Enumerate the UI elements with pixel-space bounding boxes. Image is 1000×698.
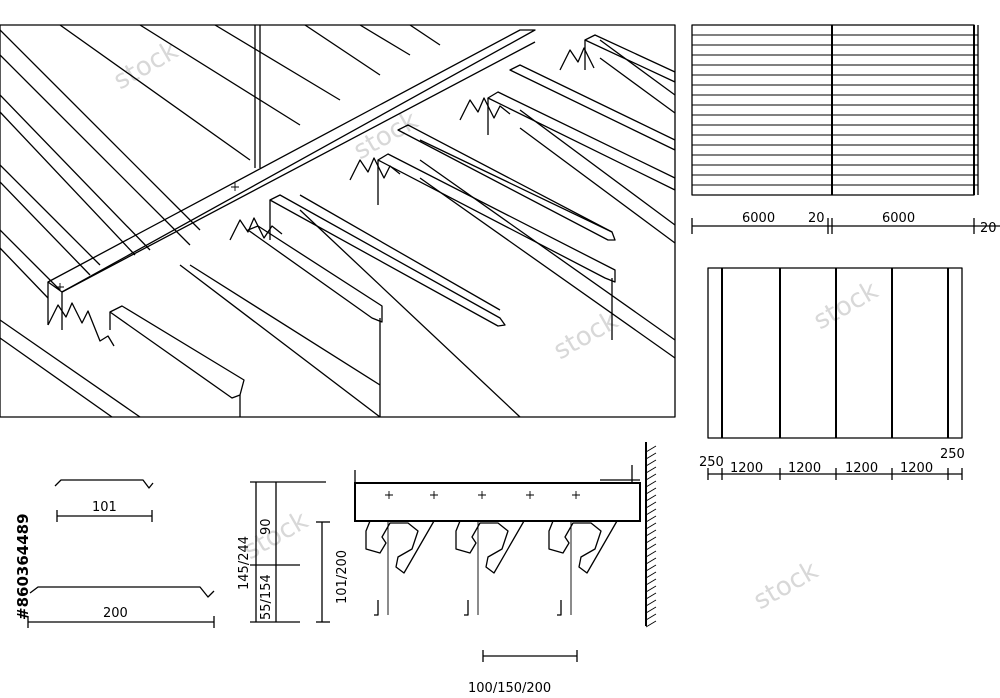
isometric-view [0,24,676,418]
hatch-line [645,571,657,579]
hatch-line [645,557,657,565]
hatch-line [645,515,657,523]
hatch-line [645,543,657,551]
dimension-label: 90 [259,518,274,535]
hatch-line [645,529,657,537]
dimension-label: 6000 [742,211,775,226]
dimension-label: 6000 [882,211,915,226]
hook-tail [374,600,379,616]
hatch-line [645,620,657,628]
hatch-line [645,508,657,516]
hatch-line [645,452,657,460]
profile-large: 200 [27,586,215,628]
watermark-layer: stock stock stock stock stock stock [109,36,884,616]
hatch-line [645,459,657,467]
dimension-label: 101 [92,500,117,515]
hatch-line [645,522,657,530]
watermark-tile: stock [809,276,884,336]
hatch-line [645,487,657,495]
section-hooks [365,520,618,616]
hook-profile [365,520,435,574]
hatch-line [645,599,657,607]
hook-tail [464,600,469,616]
hatch-line [645,445,657,453]
dimension-label: 100/150/200 [468,681,551,696]
dimension-label: 145/244 [237,536,252,590]
hook-tail [557,600,562,616]
hatch-line [645,466,657,474]
hatch-line [645,592,657,600]
hatch-line [645,501,657,509]
hatch-line [645,578,657,586]
isometric-frame [0,24,676,418]
dimension-label: 1200 [845,461,878,476]
wall-hatching [645,445,657,628]
watermark-tile: stock [749,556,824,616]
plan-bottom: 250 1200 1200 1200 1200 250 [699,267,965,480]
dimension-label: 250 [699,455,724,470]
section-beam [354,482,641,522]
hatch-line [645,585,657,593]
dimension-label: 20 [980,221,997,236]
hatch-line [645,473,657,481]
section-view: 145/244 90 55/154 101/200 100/150/200 [237,442,657,696]
dimension-label: 1200 [788,461,821,476]
profile-small: 101 [54,479,154,522]
dimension-label: 1200 [730,461,763,476]
hatch-line [645,564,657,572]
hook-profile [548,520,618,574]
dimension-label: 55/154 [259,574,274,620]
hatch-line [645,536,657,544]
dimension-label: 200 [103,606,128,621]
watermark-id: #860364489 [14,513,32,620]
plan-top: 6000 20 6000 20 [691,24,1000,236]
dimension-label: 20 [808,211,825,226]
hatch-line [645,480,657,488]
watermark-tile: stock [349,106,424,166]
hatch-line [645,606,657,614]
plan-top-strips [692,34,978,186]
hatch-line [645,550,657,558]
dimension-label: 250 [940,447,965,462]
hatch-line [645,613,657,621]
hook-profile [455,520,525,574]
hatch-line [645,494,657,502]
dimension-label: 101/200 [335,550,350,604]
dimension-label: 1200 [900,461,933,476]
